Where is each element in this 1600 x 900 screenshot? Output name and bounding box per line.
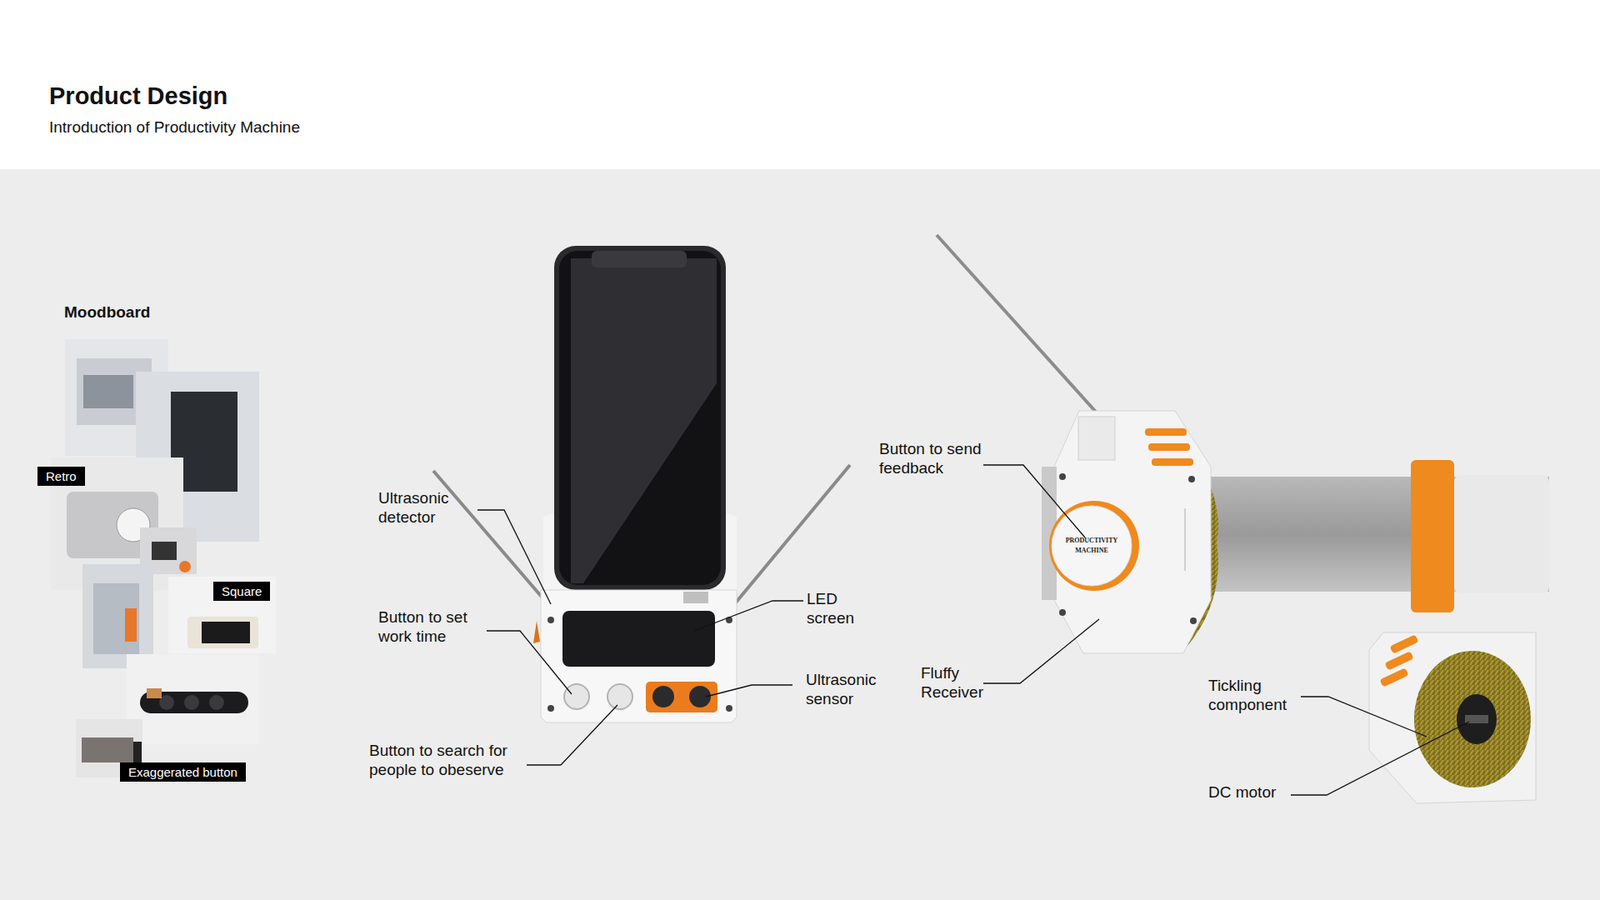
part-label: DC motor bbox=[1208, 783, 1276, 803]
part-label: Button to set work time bbox=[378, 608, 484, 647]
detail-view bbox=[1369, 632, 1536, 804]
moodboard bbox=[50, 339, 276, 778]
part-label: Button to search for people to obeserve bbox=[369, 741, 525, 780]
mood-tag: Exaggerated button bbox=[120, 762, 246, 782]
leader-lines bbox=[477, 465, 1470, 795]
part-label: Ultrasonic sensor bbox=[805, 670, 893, 710]
subtitle: Introduction of Productivity Machine bbox=[49, 118, 300, 138]
part-label: Ultrasonic detector bbox=[378, 489, 472, 528]
part-label: LED screen bbox=[806, 590, 867, 629]
dock-device bbox=[433, 245, 850, 723]
part-label: Button to send feedback bbox=[879, 440, 1005, 479]
slide-title: Product Design bbox=[49, 81, 228, 111]
mood-tag: Square bbox=[213, 581, 270, 601]
section-label: Moodboard bbox=[64, 303, 150, 323]
wrist-device bbox=[936, 235, 1550, 654]
part-label: Fluffy Receiver bbox=[920, 664, 996, 703]
tag-text: Retro bbox=[45, 469, 77, 484]
tag-text: Square bbox=[221, 584, 262, 599]
face-print: PRODUCTIVITY MACHINE bbox=[1062, 535, 1121, 556]
part-label: Tickling component bbox=[1208, 676, 1302, 715]
mood-tag: Retro bbox=[37, 466, 85, 486]
tag-text: Exaggerated button bbox=[128, 765, 238, 780]
